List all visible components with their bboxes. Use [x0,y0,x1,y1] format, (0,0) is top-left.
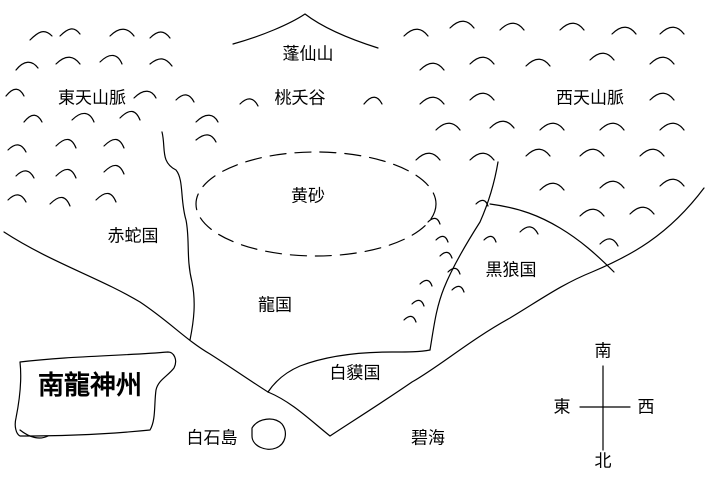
sekija-border [161,131,195,341]
eastern-ridge [429,161,499,351]
houxian-mountain-outline [232,13,379,49]
kokuro-border [489,203,615,273]
houxian-mountain-label: 蓬仙山 [282,44,334,65]
east-mountain-strokes [5,28,259,207]
sea-label: 碧海 [411,428,445,449]
title-scroll-curl [19,429,49,439]
desert-label: 黄砂 [291,186,325,207]
west-coastline [3,231,269,393]
compass-west-label: 西 [637,397,655,418]
sekija-label: 赤蛇国 [107,226,159,247]
hakubaku-border [267,349,431,393]
map-title: 南龍神州 [37,371,143,401]
desert-boundary [195,151,437,257]
east-range-label: 東天山脈 [58,88,126,109]
kokuro-label: 黒狼国 [485,260,537,281]
island-label: 白石島 [186,428,238,449]
hakubaku-label: 白貘国 [329,363,381,384]
compass-north-label: 北 [594,451,612,472]
compass-east-label: 東 [553,397,571,418]
ryu-label: 龍国 [258,295,292,316]
valley-label: 桃夭谷 [274,88,326,109]
ridge-hatches [403,199,497,323]
west-mountain-strokes [363,20,685,247]
south-coastline [267,187,705,437]
compass-south-label: 南 [594,341,612,362]
west-range-label: 西天山脈 [556,88,624,109]
island-outline [251,418,286,450]
title-scroll [14,351,177,437]
